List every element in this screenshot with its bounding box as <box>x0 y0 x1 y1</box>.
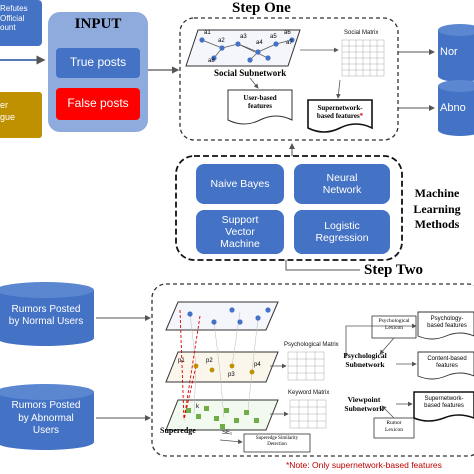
superedge-similarity-label: Superedge Similarity Detection <box>255 436 299 447</box>
psychology-features-doc <box>417 311 474 340</box>
step-one-container <box>179 17 399 141</box>
keyword-matrix-label: Keyword Matrix <box>288 390 330 396</box>
p-label-3: p3 <box>228 372 235 378</box>
official-accounts-text: Refutes Official ount <box>0 4 28 33</box>
step-two-supernetwork-features-doc <box>413 391 474 422</box>
node-label-a8: a8 <box>208 58 215 64</box>
official-accounts-box <box>0 0 42 46</box>
ml-methods-label: Machine Learning Methods <box>413 186 461 232</box>
asterisk-mark: * <box>359 112 364 121</box>
arrow-lexicon-to-viewpoint-subnetwork <box>381 405 395 419</box>
left-cylinder-abnormal <box>0 384 94 450</box>
keyword-matrix-grid <box>289 399 327 429</box>
arrow-lexicon-to-psych-subnetwork <box>379 337 395 355</box>
social-matrix-grid <box>341 39 385 77</box>
gold-source-box <box>0 92 42 138</box>
social-matrix-label: Social Matrix <box>344 30 379 36</box>
step-two-title: Step Two <box>364 262 424 278</box>
step-one-title: Step One <box>232 0 291 16</box>
step-two-supernetwork-features-label: Supernetwork- based features <box>424 396 464 410</box>
superedge-label: Superedge <box>160 426 196 435</box>
rumor-lexicon-label: Rumor Lexicon <box>384 420 404 433</box>
social-subnetwork-label: Social Subnetwork <box>214 68 287 78</box>
false-posts-box: False posts <box>56 88 140 120</box>
plane-psychological <box>165 351 279 383</box>
node-label-a6: a6 <box>284 30 291 36</box>
right-cylinder-abnormal-label: Abno <box>440 102 466 115</box>
step-two-social-nodes <box>187 307 271 325</box>
step-two-psychological-nodes <box>193 363 255 375</box>
content-features-label: Content-based features <box>427 356 467 370</box>
connector-ml-to-step-two <box>285 260 360 271</box>
arrow-to-user-features <box>249 77 259 89</box>
content-features-doc <box>417 351 474 380</box>
arrow-superedge-to-similarity <box>219 439 243 445</box>
true-posts-box: True posts <box>56 48 140 78</box>
psychological-subnetwork-label: Psychological Subnetwork <box>343 351 387 369</box>
psychological-matrix-label: Psychological Matrix <box>284 342 339 348</box>
node-label-a7: a7 <box>286 40 293 46</box>
viewpoint-subnetwork-label: Viewpoint Subnetwork <box>344 395 384 413</box>
step-two-container <box>151 283 474 457</box>
supernetwork-features-label: Supernetwork- based features* <box>316 104 364 121</box>
social-network-nodes <box>199 37 295 63</box>
psychological-matrix-grid <box>287 351 325 381</box>
p-label-2: p2 <box>206 358 213 364</box>
gold-box-text: er gue <box>0 100 16 122</box>
right-cylinder-abnormal <box>438 80 474 136</box>
right-cylinder-normal <box>438 24 474 82</box>
node-label-a2: a2 <box>218 38 225 44</box>
node-label-a1: a1 <box>204 30 211 36</box>
left-cylinder-normal <box>0 282 94 346</box>
supernetwork-features-doc <box>307 99 373 133</box>
plane-social <box>165 301 279 331</box>
plane-cross-links <box>189 311 259 419</box>
naive-bayes-box: Naive Bayes <box>196 164 284 204</box>
user-based-features-doc <box>227 89 293 125</box>
node-label-a5: a5 <box>270 34 277 40</box>
step-two-viewpoint-nodes <box>186 406 259 429</box>
ml-container <box>175 155 403 261</box>
node-label-a4: a4 <box>256 40 263 46</box>
p-label-4: p4 <box>254 362 261 368</box>
psychology-features-label: Psychology- based features <box>427 316 467 330</box>
plane-viewpoint <box>165 399 279 431</box>
superedge-similarity-box <box>243 433 311 453</box>
k-label: k <box>196 404 199 410</box>
node-label-a3: a3 <box>240 34 247 40</box>
se-label: SE₁ <box>222 430 233 436</box>
arrow-to-supernetwork-features <box>336 79 341 99</box>
right-cylinder-normal-label: Nor <box>440 46 458 59</box>
user-based-features-label: User-based features <box>243 94 277 111</box>
footnote: *Note: Only supernetwork-based features <box>286 460 442 470</box>
arrow-to-psychology-features <box>345 323 417 358</box>
psychological-lexicon-label: Psychological Lexicon <box>378 318 410 331</box>
p-label-1: p1 <box>178 358 185 364</box>
input-title: INPUT <box>74 16 122 32</box>
